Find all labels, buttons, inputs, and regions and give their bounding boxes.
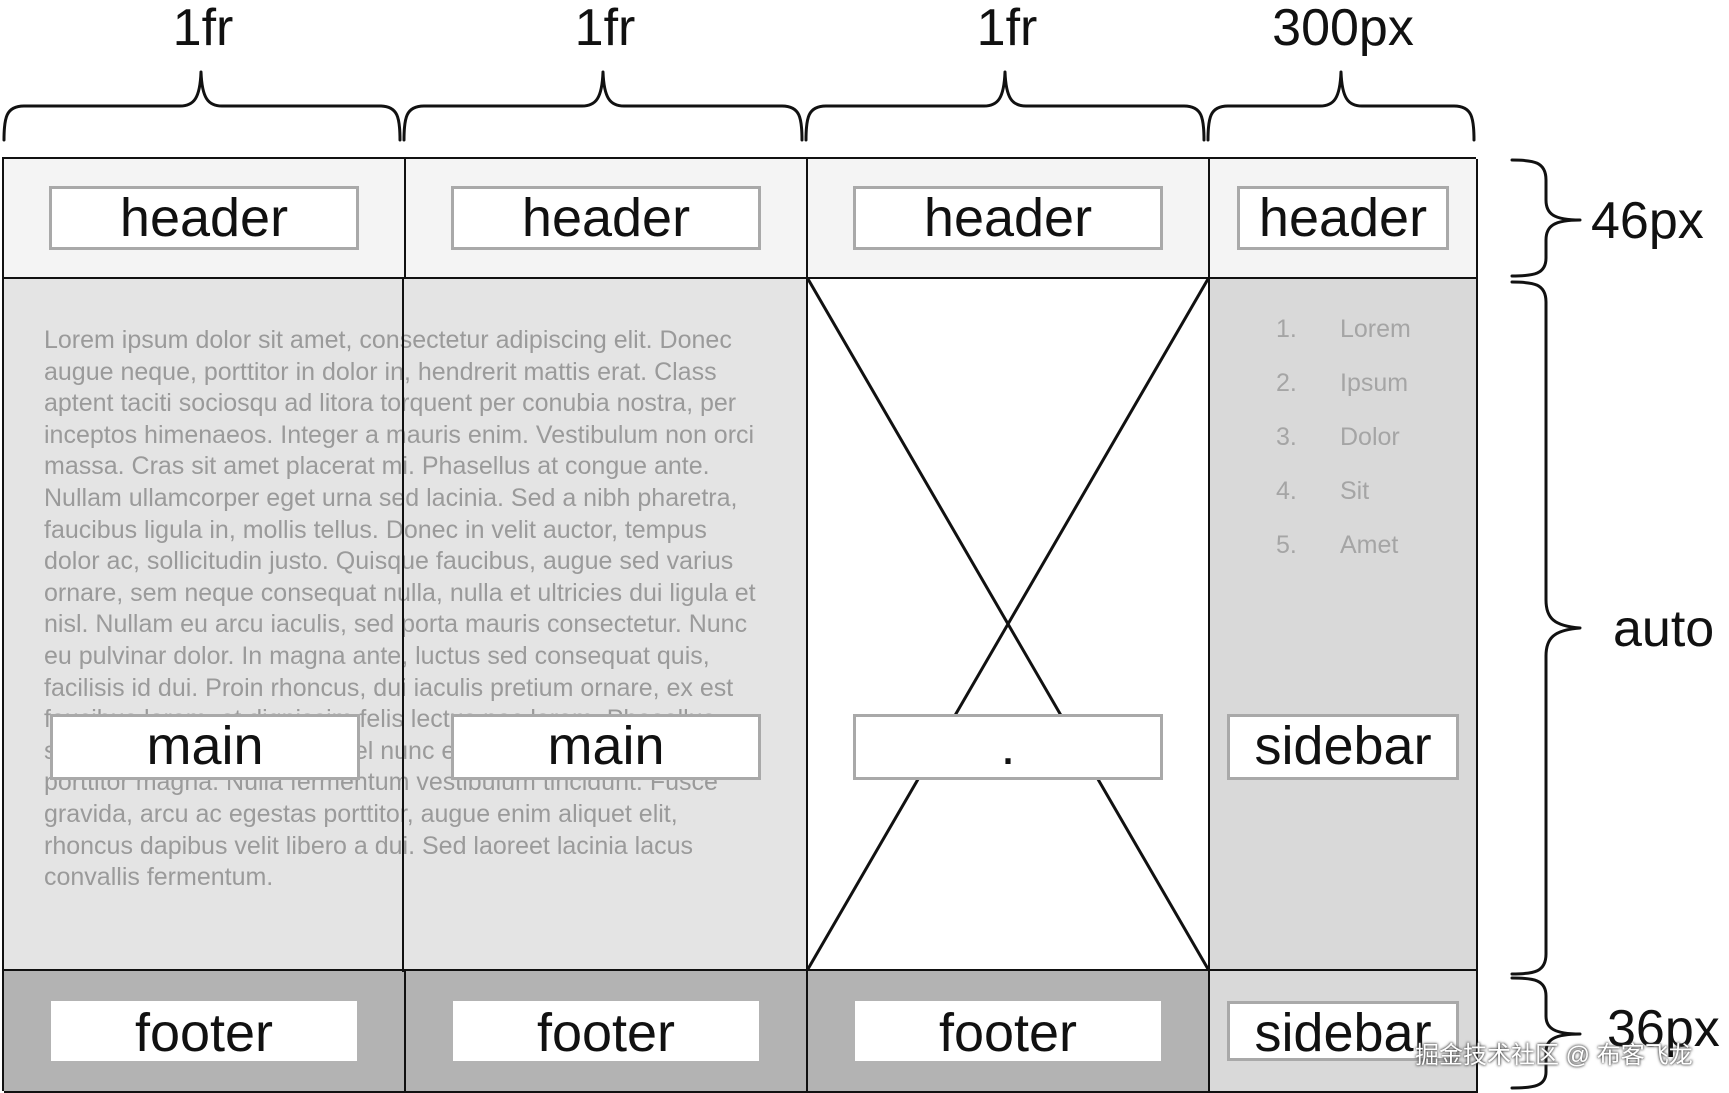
- row-size-label-footer: 36px: [1607, 1000, 1720, 1058]
- column-brace-1: [2, 70, 402, 142]
- column-brace-3: [804, 70, 1206, 142]
- area-label-main: main: [50, 714, 360, 780]
- row-brace-header: [1510, 158, 1582, 278]
- row-brace-footer: [1510, 976, 1582, 1090]
- column-brace-2: [402, 70, 804, 142]
- area-label-footer: footer: [855, 1001, 1161, 1062]
- area-label-footer: footer: [51, 1001, 357, 1062]
- grid-cell-sidebar: 1.Lorem 2.Ipsum 3.Dolor 4.Sit 5.Amet sid…: [1210, 279, 1478, 971]
- area-label-main: main: [451, 714, 761, 780]
- grid-cell-header-3: header: [808, 159, 1210, 279]
- area-label-sidebar: sidebar: [1227, 1001, 1459, 1062]
- grid-cell-empty: .: [808, 279, 1210, 971]
- grid-cell-main-2: main: [406, 279, 808, 971]
- area-label-header: header: [853, 186, 1163, 250]
- row-brace-main: [1510, 280, 1582, 976]
- grid-cell-footer-3: footer: [808, 971, 1210, 1093]
- area-label-header: header: [49, 186, 359, 250]
- grid-cell-header-4: header: [1210, 159, 1478, 279]
- area-label-header: header: [451, 186, 761, 250]
- grid-cell-main-1: main: [4, 279, 406, 971]
- grid-cell-footer-2: footer: [406, 971, 808, 1093]
- grid-cell-footer-1: footer: [4, 971, 406, 1093]
- grid-cell-sidebar-footer: sidebar: [1210, 971, 1478, 1093]
- grid-cell-header-2: header: [406, 159, 808, 279]
- area-label-sidebar: sidebar: [1227, 714, 1459, 780]
- main-column-divider: [402, 278, 404, 972]
- watermark: 掘金技术社区 @ 布客飞龙: [1415, 1042, 1693, 1069]
- column-size-label-2: 1fr: [574, 0, 636, 57]
- column-brace-4: [1206, 70, 1476, 142]
- row-size-label-header: 46px: [1591, 192, 1704, 250]
- column-size-label-1: 1fr: [172, 0, 234, 57]
- empty-cell-cross: [808, 279, 1208, 969]
- column-size-label-3: 1fr: [976, 0, 1038, 57]
- column-size-label-4: 300px: [1272, 0, 1414, 57]
- grid-cell-header-1: header: [4, 159, 406, 279]
- row-size-label-main: auto: [1613, 600, 1715, 658]
- area-label-empty: .: [853, 714, 1163, 780]
- css-grid: header header header header main main .: [2, 157, 1478, 1093]
- area-label-header: header: [1237, 186, 1449, 250]
- area-label-footer: footer: [453, 1001, 759, 1062]
